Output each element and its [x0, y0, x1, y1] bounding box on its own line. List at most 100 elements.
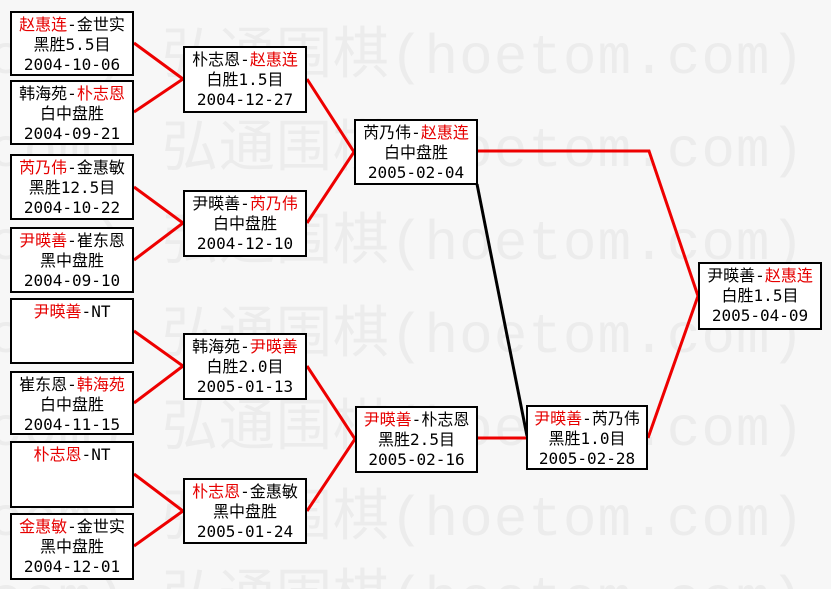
dash: - [240, 194, 250, 213]
match-players: 朴志恩-赵惠连 [185, 50, 305, 70]
dash: - [67, 15, 77, 34]
match-result: 黑中盘胜 [212, 502, 277, 521]
match-players: 尹暎善-芮乃伟 [528, 409, 646, 429]
player-name: 韩海苑 [19, 84, 68, 103]
dash: - [67, 84, 77, 103]
player-name: 赵惠连 [249, 50, 298, 69]
dash: - [240, 337, 250, 356]
player-name: 尹暎善 [249, 337, 298, 356]
player-name: 朴志恩 [421, 410, 470, 429]
match-result: 黑胜12.5目 [28, 178, 116, 197]
match-players: 尹暎善-NT [12, 302, 132, 322]
player-name: NT [91, 302, 111, 321]
match-box-r1m8: 金惠敏-金世实 黑中盘胜 2004-12-01 [10, 513, 134, 580]
match-result: 白中盘胜 [39, 395, 104, 414]
match-date: 2004-12-01 [23, 557, 121, 576]
match-box-r2m3: 韩海苑-尹暎善 白胜2.0目 2005-01-13 [183, 333, 307, 400]
match-result: 黑中盘胜 [39, 537, 104, 556]
player-name: 朴志恩 [192, 482, 241, 501]
match-date: 2005-04-09 [711, 306, 809, 325]
dash: - [240, 482, 250, 501]
match-date: 2004-10-22 [23, 198, 121, 217]
match-date: 2004-09-10 [23, 271, 121, 290]
match-box-r1m2: 韩海苑-朴志恩 白中盘胜 2004-09-21 [10, 80, 134, 145]
match-result: 黑胜2.5目 [378, 430, 455, 449]
match-players: 尹暎善-崔东恩 [12, 231, 132, 251]
player-name: 赵惠连 [19, 15, 68, 34]
match-players: 尹暎善-朴志恩 [357, 410, 476, 430]
match-box-r2m1: 朴志恩-赵惠连 白胜1.5目 2004-12-27 [183, 46, 307, 113]
dash: - [67, 517, 77, 536]
dash: - [81, 445, 92, 464]
player-name: 芮乃伟 [19, 158, 68, 177]
player-name: 金世实 [76, 517, 125, 536]
player-name: 朴志恩 [192, 50, 241, 69]
match-box-sf2: 尹暎善-朴志恩 黑胜2.5目 2005-02-16 [355, 406, 478, 473]
match-players: 尹暎善-芮乃伟 [185, 194, 305, 214]
player-name: 赵惠连 [420, 123, 469, 142]
dash: - [67, 158, 77, 177]
match-result: 白中盘胜 [39, 104, 104, 123]
player-name: 金惠敏 [249, 482, 298, 501]
match-box-r1m4: 尹暎善-崔东恩 黑中盘胜 2004-09-10 [10, 227, 134, 293]
player-name: 金世实 [76, 15, 125, 34]
match-date: 2004-09-21 [23, 124, 121, 143]
dash: - [67, 231, 77, 250]
match-box-r2m2: 尹暎善-芮乃伟 白中盘胜 2004-12-10 [183, 190, 307, 257]
match-result: 白胜1.5目 [721, 286, 799, 305]
match-result: 白中盘胜 [212, 214, 277, 233]
dash: - [67, 375, 77, 394]
match-result: 白胜2.0目 [206, 357, 284, 376]
dash: - [81, 302, 92, 321]
player-name: 赵惠连 [764, 266, 813, 285]
match-date: 2005-01-13 [196, 377, 294, 396]
player-name: 金惠敏 [19, 517, 68, 536]
dash: - [411, 410, 422, 429]
player-name: 金惠敏 [76, 158, 125, 177]
match-box-r1m3: 芮乃伟-金惠敏 黑胜12.5目 2004-10-22 [10, 154, 134, 220]
match-result: 黑中盘胜 [39, 251, 104, 270]
player-name: NT [91, 445, 111, 464]
match-players: 韩海苑-朴志恩 [12, 84, 132, 104]
player-name: 尹暎善 [19, 231, 68, 250]
match-box-r2m4: 朴志恩-金惠敏 黑中盘胜 2005-01-24 [183, 478, 307, 544]
player-name: 芮乃伟 [591, 409, 640, 428]
match-date: 2005-01-24 [196, 522, 294, 541]
match-box-r1m7: 朴志恩-NT [10, 441, 134, 508]
player-name: 韩海苑 [76, 375, 125, 394]
match-date: 2005-02-28 [538, 449, 636, 468]
match-players: 尹暎善-赵惠连 [700, 266, 820, 286]
player-name: 尹暎善 [192, 194, 241, 213]
dash: - [582, 409, 592, 428]
match-players: 芮乃伟-金惠敏 [12, 158, 132, 178]
match-result: 黑胜5.5目 [33, 35, 111, 54]
match-date: 2004-11-15 [23, 415, 121, 434]
watermark-text: 弘通围棋(hoetom.com) 弘通围棋(hoetom.com) 弘通围棋(h… [0, 570, 831, 589]
match-date: 2004-10-06 [23, 55, 121, 74]
player-name: 崔东恩 [19, 375, 68, 394]
match-players: 赵惠连-金世实 [12, 15, 132, 35]
match-date: 2005-02-04 [367, 163, 465, 182]
dash: - [411, 123, 421, 142]
player-name: 尹暎善 [363, 410, 412, 429]
dash: - [755, 266, 765, 285]
match-date: 2004-12-10 [196, 234, 294, 253]
player-name: 韩海苑 [192, 337, 241, 356]
player-name: 尹暎善 [707, 266, 756, 285]
match-box-final: 尹暎善-赵惠连 白胜1.5目 2005-04-09 [698, 262, 822, 330]
dash: - [240, 50, 250, 69]
match-players: 朴志恩-金惠敏 [185, 482, 305, 502]
player-name: 朴志恩 [33, 445, 82, 464]
match-players: 韩海苑-尹暎善 [185, 337, 305, 357]
match-date: 2005-02-16 [368, 450, 465, 469]
match-players: 金惠敏-金世实 [12, 517, 132, 537]
player-name: 尹暎善 [33, 302, 82, 321]
player-name: 芮乃伟 [363, 123, 412, 142]
player-name: 朴志恩 [76, 84, 125, 103]
match-result: 白中盘胜 [383, 143, 448, 162]
match-players: 芮乃伟-赵惠连 [356, 123, 476, 143]
player-name: 芮乃伟 [249, 194, 298, 213]
player-name: 尹暎善 [534, 409, 583, 428]
match-box-r1m1: 赵惠连-金世实 黑胜5.5目 2004-10-06 [10, 11, 134, 76]
player-name: 崔东恩 [76, 231, 125, 250]
